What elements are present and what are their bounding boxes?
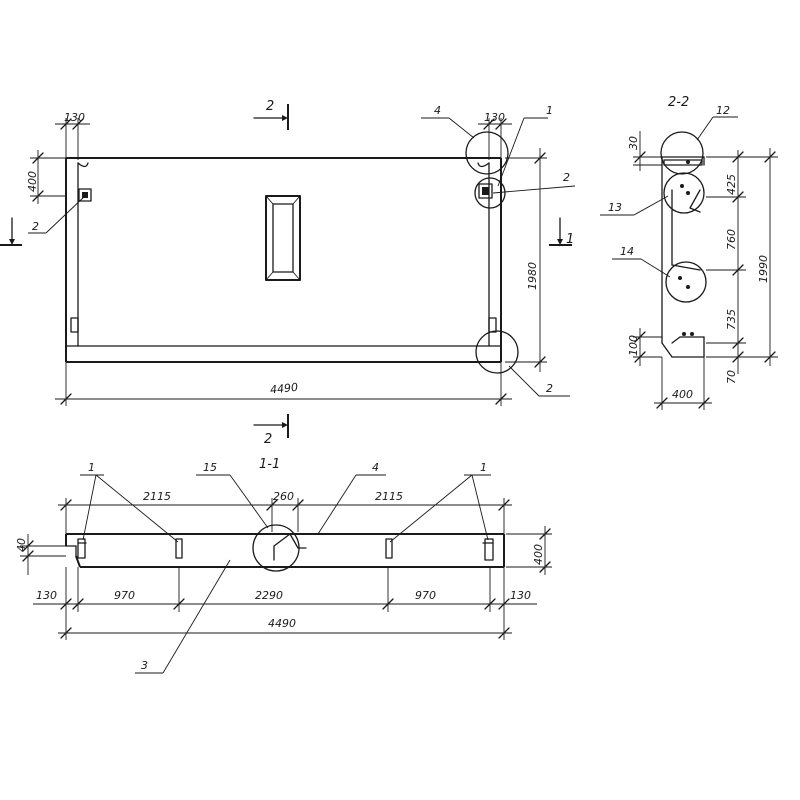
callout-3-label: 3 bbox=[141, 659, 148, 672]
dim-1-1-total bbox=[58, 612, 512, 640]
dim-1-1-top-chain bbox=[58, 498, 512, 534]
callout-1-plan-label: 1 bbox=[546, 104, 553, 117]
plan-view: 4490 1980 130 130 bbox=[0, 99, 576, 447]
callout-2-corner-label: 2 bbox=[546, 382, 553, 395]
callout-13 bbox=[600, 195, 669, 216]
dim-plan-top-left-label: 130 bbox=[64, 111, 85, 124]
dim-2-2-bottom-label: 100 bbox=[627, 335, 640, 356]
dim-2-2-b-label: 760 bbox=[725, 229, 738, 250]
callout-14 bbox=[612, 258, 671, 278]
dim-1-1-right-span-label: 970 bbox=[415, 589, 436, 602]
dim-2-2-right-chain bbox=[706, 150, 746, 374]
callout-1-left-label: 1 bbox=[88, 461, 95, 474]
dim-1-1-total-label: 4490 bbox=[268, 617, 296, 630]
dim-1-1-bottom-chain bbox=[33, 567, 537, 612]
section-1-1-title: 1-1 bbox=[259, 457, 280, 472]
dim-plan-left-side-label: 400 bbox=[26, 171, 39, 192]
plan-panel-outline bbox=[65, 157, 502, 363]
dim-2-2-width bbox=[654, 357, 712, 410]
callout-2-left bbox=[28, 195, 86, 234]
dim-plan-top-right bbox=[478, 118, 512, 160]
callout-12-label: 12 bbox=[716, 104, 730, 117]
callout-14-label: 14 bbox=[620, 245, 634, 258]
section-marker-2-top-label: 2 bbox=[266, 99, 274, 114]
dim-plan-height-label: 1980 bbox=[526, 262, 539, 290]
callout-12 bbox=[696, 116, 738, 141]
dim-plan-height bbox=[505, 148, 547, 372]
dim-plan-top-left bbox=[55, 118, 90, 160]
callout-3 bbox=[135, 559, 231, 674]
section-marker-2-bottom bbox=[253, 414, 289, 438]
callout-13-label: 13 bbox=[608, 201, 622, 214]
dim-1-1-right-end-label: 130 bbox=[510, 589, 531, 602]
dim-1-1-flange-label: 40 bbox=[15, 538, 28, 552]
dim-2-2-bottom bbox=[633, 328, 662, 366]
section-marker-1-right bbox=[549, 217, 572, 246]
dim-plan-top-right-label: 130 bbox=[484, 111, 505, 124]
section-marker-1-right-label: 1 bbox=[566, 232, 574, 247]
dim-2-2-d-label: 70 bbox=[725, 370, 738, 384]
embedded-part-left bbox=[78, 188, 92, 202]
callout-2-left-label: 2 bbox=[32, 220, 39, 233]
section-1-1: 1-1 bbox=[15, 457, 552, 674]
callout-4-section bbox=[317, 474, 386, 535]
dim-1-1-left-end-label: 130 bbox=[36, 589, 57, 602]
dim-2-2-total-label: 1990 bbox=[757, 255, 770, 283]
embedded-part-right bbox=[478, 183, 493, 199]
section-2-2: 2-2 bbox=[600, 95, 778, 410]
dim-1-1-top-left-label: 2115 bbox=[143, 490, 171, 503]
callout-1-right-label: 1 bbox=[480, 461, 487, 474]
dim-2-2-c-label: 735 bbox=[725, 309, 738, 330]
section-marker-1-left bbox=[0, 217, 22, 246]
dim-2-2-a-label: 425 bbox=[725, 174, 738, 195]
dim-1-1-top-center-label: 260 bbox=[273, 490, 294, 503]
dim-1-1-left-span-label: 970 bbox=[114, 589, 135, 602]
dim-plan-left-side bbox=[30, 150, 66, 204]
callout-15-label: 15 bbox=[203, 461, 217, 474]
callout-2-right-label: 2 bbox=[563, 171, 570, 184]
section-marker-2-bottom-label: 2 bbox=[264, 432, 272, 447]
section-1-1-detail-circle bbox=[252, 524, 300, 572]
section-marker-2-top bbox=[253, 104, 289, 130]
dim-2-2-width-label: 400 bbox=[672, 388, 693, 401]
dim-2-2-top bbox=[633, 131, 662, 171]
callout-15 bbox=[196, 474, 269, 529]
dim-2-2-top-label: 30 bbox=[627, 136, 640, 150]
callout-4-plan bbox=[421, 117, 475, 139]
dim-1-1-height-label: 400 bbox=[532, 544, 545, 565]
callout-2-corner bbox=[508, 365, 570, 397]
callout-1-left bbox=[80, 474, 179, 543]
callout-4-section-label: 4 bbox=[372, 461, 379, 474]
section-2-2-details bbox=[660, 131, 707, 336]
section-2-2-outline bbox=[661, 156, 705, 358]
section-1-1-profile bbox=[65, 533, 505, 568]
callout-4-plan-label: 4 bbox=[434, 104, 441, 117]
section-1-1-anchors bbox=[77, 533, 494, 561]
dim-plan-width bbox=[55, 362, 512, 406]
dim-1-1-center-label: 2290 bbox=[255, 589, 283, 602]
callout-2-right bbox=[492, 185, 576, 194]
callout-1-plan bbox=[497, 117, 548, 187]
dim-1-1-height bbox=[506, 526, 552, 575]
section-2-2-title: 2-2 bbox=[668, 95, 689, 110]
detail-circles bbox=[465, 131, 519, 374]
dim-plan-width-label: 4490 bbox=[269, 381, 298, 397]
plan-opening bbox=[265, 195, 301, 281]
callout-1-right bbox=[389, 474, 491, 543]
dim-2-2-total bbox=[746, 148, 778, 366]
dim-1-1-flange bbox=[20, 534, 66, 575]
dim-1-1-top-right-label: 2115 bbox=[375, 490, 403, 503]
